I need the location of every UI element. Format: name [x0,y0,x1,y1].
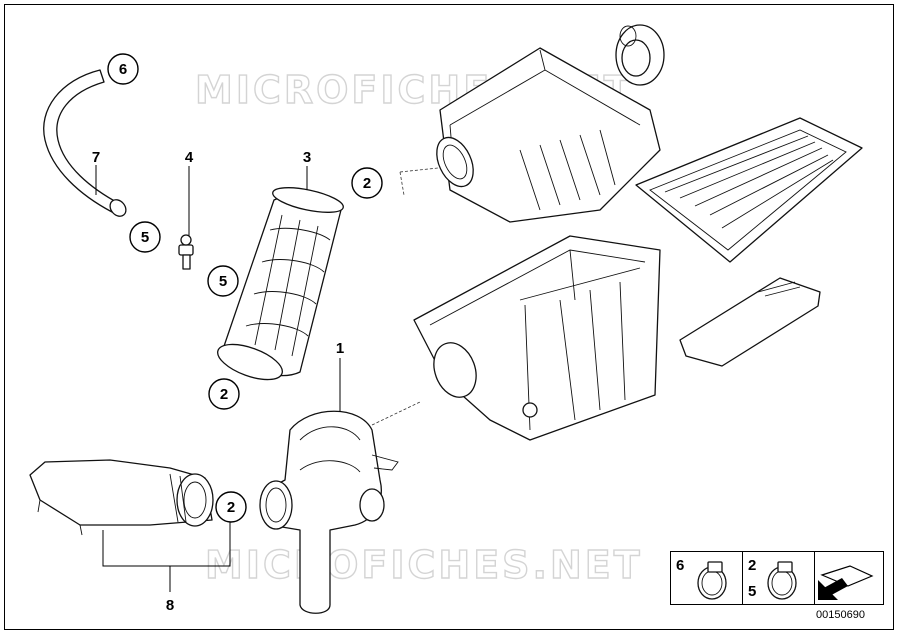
callout-hose: 6 [107,53,139,85]
diagram-frame [4,4,894,630]
label-intake-boot: 3 [303,149,311,166]
arrow-icon [818,565,874,600]
callout-valve-clamp: 5 [207,265,239,297]
svg-text:2: 2 [220,386,228,403]
resonator-part [29,459,214,536]
seal-part [615,24,665,86]
svg-text:5: 5 [219,273,227,290]
svg-text:2: 2 [227,499,235,516]
legend-cell2-bottom-number: 5 [748,583,757,600]
legend-cell1-number: 6 [676,557,685,574]
watermark-bottom: MICROFICHES.NET [205,543,643,587]
svg-text:2: 2 [363,175,371,192]
diagram-number: 00150690 [816,609,865,621]
hose-clamp-icon-2 [767,561,797,600]
intake-boot-part [217,166,344,381]
hose-part [43,69,127,217]
callout-intake-bottom-clamp: 2 [208,378,240,410]
air-box-top-part [399,47,661,223]
legend-cell-3 [815,552,883,604]
elbow-duct-part [259,358,399,614]
legend-cell-2: 2 5 [743,552,815,604]
label-air-box: 1 [336,340,344,357]
svg-text:5: 5 [141,229,149,246]
valve-part [178,166,194,270]
label-hose: 7 [92,149,100,166]
svg-text:6: 6 [119,61,127,78]
label-resonator-group: 8 [166,597,174,614]
group-8-leaders [102,522,231,592]
legend-box: 6 2 5 [670,551,884,605]
callout-intake-top-clamp: 2 [351,167,383,199]
legend-cell2-top-number: 2 [748,557,757,574]
callout-hose-clamp: 5 [129,221,161,253]
hose-clamp-icon-1 [697,561,727,600]
callout-resonator-clamp: 2 [215,491,247,523]
air-filter-part [635,117,863,263]
air-box-bottom-part [371,235,661,441]
label-valve: 4 [185,149,194,166]
legend-cell-1: 6 [671,552,743,604]
filter-cover-part [679,277,821,367]
